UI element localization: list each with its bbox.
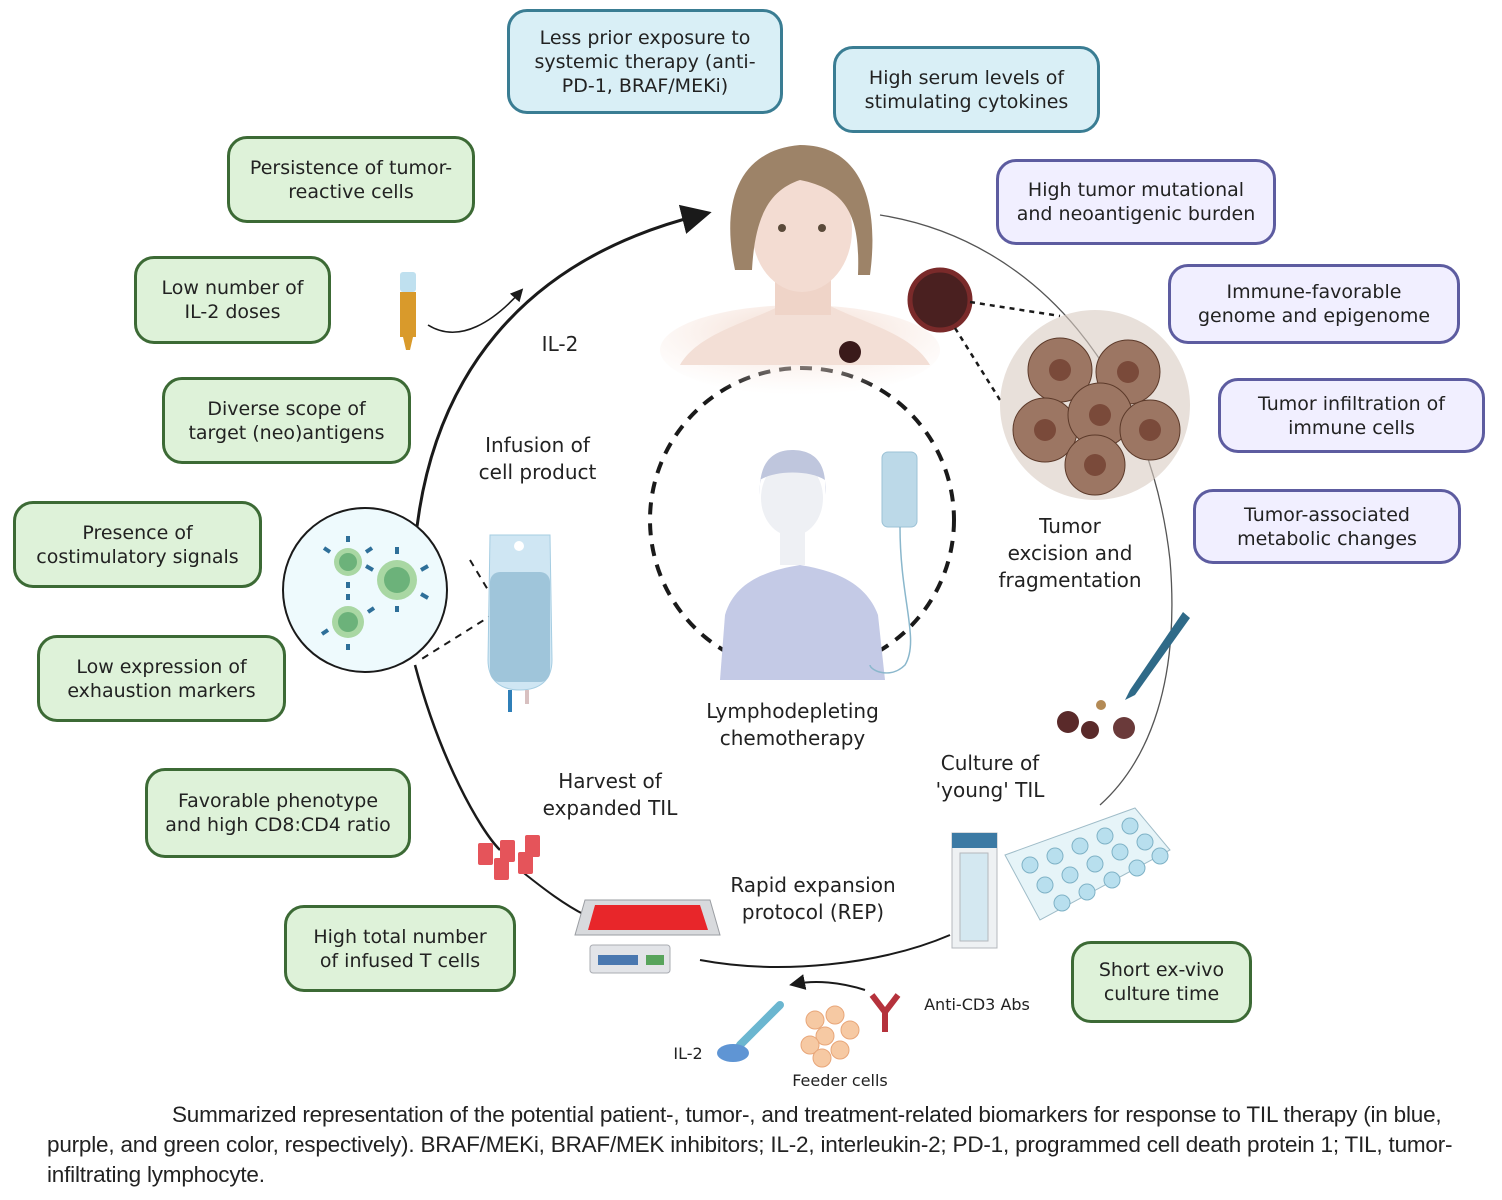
treatment-biomarker-phenotype: Favorable phenotype and high CD8:CD4 rat… (145, 768, 411, 858)
scalpel-icon (1125, 612, 1190, 700)
label-il2-top: IL-2 (541, 332, 579, 356)
label-tumor-excision: Tumor excision and fragmentation (998, 514, 1142, 592)
cycle-arc-infusion (413, 204, 712, 546)
t-cells-icon (320, 536, 429, 650)
cycle-arc-harvest-to-rep (519, 869, 586, 916)
label-anti-cd3: Anti-CD3 Abs (924, 995, 1030, 1014)
label-lymphodepleting: Lymphodepleting chemotherapy (706, 699, 879, 750)
tumor-biomarker-genome: Immune-favorable genome and epigenome (1168, 264, 1460, 344)
il2-vial-arrow (427, 288, 524, 333)
label-harvest: Harvest of expanded TIL (542, 769, 678, 820)
skin-tumor-icon (839, 341, 861, 363)
cycle-arc-excision (879, 214, 1173, 806)
label-rep: Rapid expansion protocol (REP) (730, 873, 896, 924)
treatment-biomarker-antigen-scope: Diverse scope of target (neo)antigens (162, 377, 411, 464)
treatment-biomarker-infused-t-cells: High total number of infused T cells (284, 905, 516, 992)
patient-biomarker-prior-exposure: Less prior exposure to systemic therapy … (507, 9, 783, 114)
feeder-cells-icon (800, 1005, 860, 1068)
tumor-cell-cluster-icon (1000, 310, 1190, 500)
treatment-biomarker-costimulatory: Presence of costimulatory signals (13, 501, 262, 588)
anti-cd3-antibody-icon (869, 993, 901, 1032)
chemo-iv-bag-icon (881, 451, 918, 528)
til-therapy-cycle-diagram (282, 145, 1190, 1068)
tumor-fragments-icon (1057, 700, 1135, 739)
treatment-biomarker-il2-doses: Low number of IL-2 doses (134, 256, 331, 344)
til-bottles-icon (478, 835, 540, 880)
t-cell-magnified-circle (282, 507, 448, 673)
label-il2-bottom: IL-2 (673, 1044, 703, 1063)
cycle-arc-rep (699, 934, 951, 968)
label-culture: Culture of 'young' TIL (935, 751, 1045, 802)
tumor-biomarker-mutational-burden: High tumor mutational and neoantigenic b… (996, 159, 1276, 245)
treatment-biomarker-persistence: Persistence of tumor- reactive cells (227, 136, 475, 223)
treatment-biomarker-culture-time: Short ex-vivo culture time (1071, 941, 1252, 1023)
chemo-patient-illustration (720, 450, 918, 680)
tumor-biomarker-immune-infiltration: Tumor infiltration of immune cells (1218, 378, 1485, 453)
infusion-bag-icon (487, 534, 553, 712)
reagent-arrow (789, 974, 866, 991)
treatment-biomarker-exhaustion: Low expression of exhaustion markers (37, 635, 286, 722)
tumor-biomarker-metabolic: Tumor-associated metabolic changes (1193, 489, 1461, 564)
tumor-lesion-icon (907, 267, 973, 333)
cycle-arc-harvest (413, 664, 501, 851)
patient-illustration (660, 145, 940, 395)
il2-molecule-icon (736, 1001, 784, 1049)
rep-bioreactor-icon (574, 899, 721, 974)
label-feeder-cells: Feeder cells (792, 1071, 888, 1090)
patient-biomarker-serum-cytokines: High serum levels of stimulating cytokin… (833, 46, 1100, 133)
label-infusion: Infusion of cell product (478, 433, 597, 484)
figure-caption: Summarized representation of the potenti… (47, 1102, 1453, 1187)
il2-vial-icon (400, 272, 416, 350)
incubator-and-culture-plate-icon (951, 807, 1171, 949)
